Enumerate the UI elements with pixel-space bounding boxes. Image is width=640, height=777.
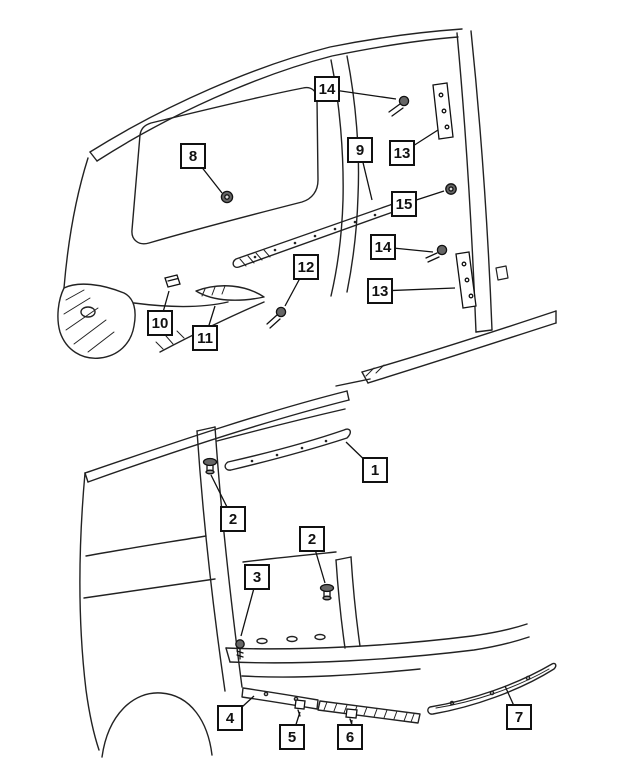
callout-15[interactable]: 15 <box>391 191 417 217</box>
callout-3[interactable]: 3 <box>244 564 270 590</box>
callout-12[interactable]: 12 <box>293 254 319 280</box>
clip-icon <box>294 699 306 710</box>
callout-13[interactable]: 13 <box>389 140 415 166</box>
callout-10[interactable]: 10 <box>147 310 173 336</box>
callout-4[interactable]: 4 <box>217 705 243 731</box>
callout-5[interactable]: 5 <box>279 724 305 750</box>
grommet-icon <box>319 583 335 593</box>
clip-icon <box>345 708 358 719</box>
callout-2[interactable]: 2 <box>220 506 246 532</box>
callout-2[interactable]: 2 <box>299 526 325 552</box>
callout-7[interactable]: 7 <box>506 704 532 730</box>
callout-8[interactable]: 8 <box>180 143 206 169</box>
clip-icon <box>164 274 181 288</box>
callout-9[interactable]: 9 <box>347 137 373 163</box>
pushpin-icon <box>425 252 440 263</box>
callout-14[interactable]: 14 <box>314 76 340 102</box>
bottom-view-body-art <box>79 378 557 758</box>
grommet-icon <box>202 457 218 467</box>
callout-6[interactable]: 6 <box>337 724 363 750</box>
pushpin-icon <box>266 314 281 329</box>
callout-13[interactable]: 13 <box>367 278 393 304</box>
top-view-small-parts <box>164 82 477 329</box>
pushpin-icon <box>388 103 404 117</box>
callout-1[interactable]: 1 <box>362 457 388 483</box>
callout-11[interactable]: 11 <box>192 325 218 351</box>
callout-14[interactable]: 14 <box>370 234 396 260</box>
